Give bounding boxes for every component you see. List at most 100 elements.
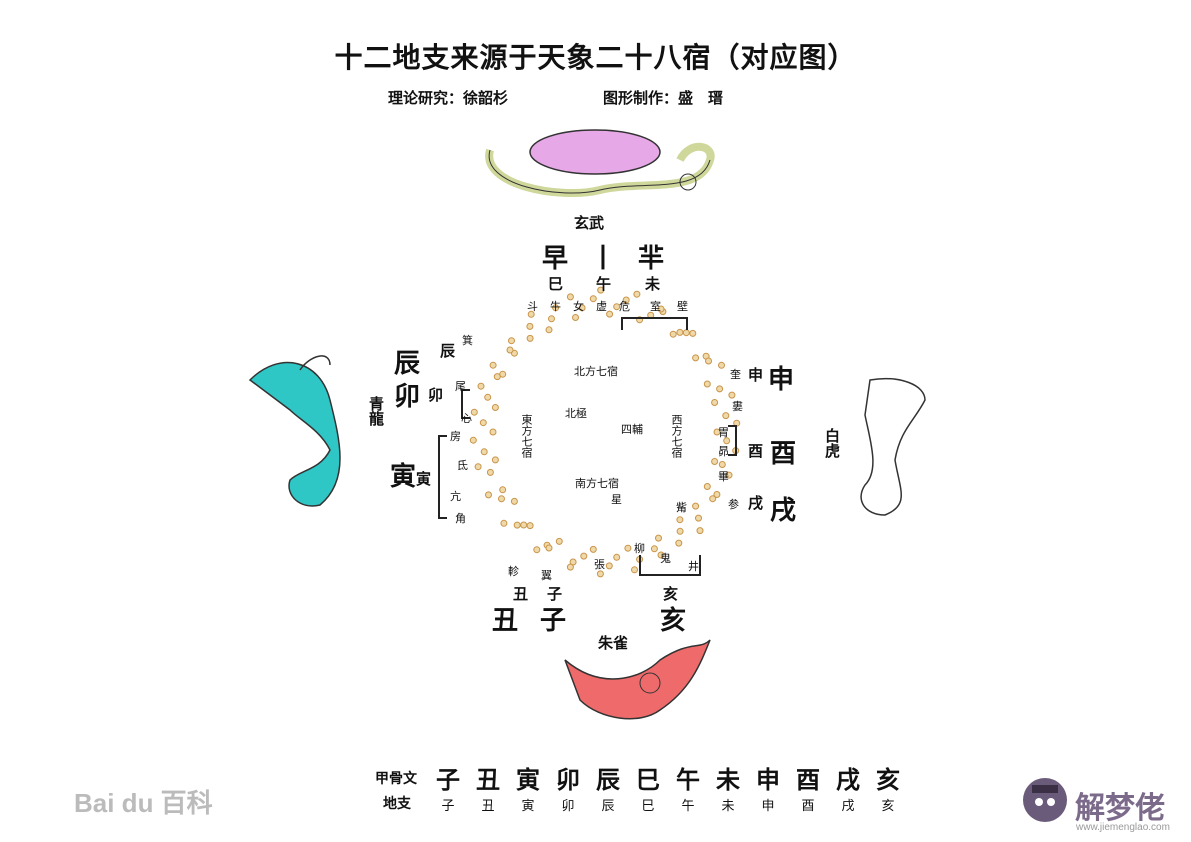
constellation-star xyxy=(492,457,498,463)
constellation-star xyxy=(527,323,533,329)
row-label-branch: 地支 xyxy=(383,793,411,813)
glyph-chou: 丑 xyxy=(492,600,518,637)
mansion-wei-stomach: 胃 xyxy=(718,424,729,440)
constellation-star xyxy=(625,545,631,551)
mansion-ji: 箕 xyxy=(462,332,473,348)
mansion-wei-tail: 尾 xyxy=(455,378,466,394)
constellation-star xyxy=(511,498,517,504)
constellation-star xyxy=(509,338,515,344)
constellation-star xyxy=(514,522,520,528)
mansion-jing: 井 xyxy=(688,558,699,574)
oracle-bone-glyph: 申 xyxy=(748,760,788,795)
mansion-xu: 虚 xyxy=(596,298,607,314)
constellation-star xyxy=(677,517,683,523)
oracle-bone-glyph: 亥 xyxy=(868,760,908,795)
constellation-star xyxy=(567,564,573,570)
constellation-star xyxy=(507,347,513,353)
constellation-star xyxy=(656,535,662,541)
sifu-label: 四輔 xyxy=(621,421,643,437)
constellation-star xyxy=(719,462,725,468)
constellation-star xyxy=(697,528,703,534)
mansion-fang: 房 xyxy=(450,428,461,444)
mansion-kui: 奎 xyxy=(730,366,741,382)
branch-chen: 辰 xyxy=(440,340,455,361)
constellation-star xyxy=(480,420,486,426)
mansion-zhen: 軫 xyxy=(508,563,519,579)
constellation-star xyxy=(696,515,702,521)
mansion-jiao: 角 xyxy=(455,510,466,526)
constellation-star xyxy=(556,538,562,544)
constellation-star xyxy=(471,409,477,415)
glyph-wu: 丨 xyxy=(590,238,616,275)
constellation-star xyxy=(487,469,493,475)
constellation-star xyxy=(485,394,491,400)
earthly-branch-label: 卯 xyxy=(548,795,588,814)
mansion-bi: 壁 xyxy=(677,298,688,314)
constellation-star xyxy=(521,522,527,528)
mansion-di: 氐 xyxy=(457,457,468,473)
constellation-star xyxy=(500,487,506,493)
branch-mao: 卯 xyxy=(428,384,443,405)
constellation-star xyxy=(534,547,540,553)
earthly-branch-label: 辰 xyxy=(588,795,628,814)
oracle-bone-glyph: 酉 xyxy=(788,760,828,795)
mansion-nu: 女 xyxy=(573,298,584,314)
mansion-liu: 柳 xyxy=(634,540,645,556)
branch-shen: 申 xyxy=(748,364,763,385)
constellation-star xyxy=(706,358,712,364)
mansion-wei: 危 xyxy=(619,298,630,314)
glyph-si: 早 xyxy=(542,238,568,275)
constellation-star xyxy=(490,429,496,435)
constellation-star xyxy=(614,554,620,560)
glyph-zi: 子 xyxy=(540,600,566,637)
oracle-bone-glyph: 辰 xyxy=(588,760,628,795)
mansion-niu: 牛 xyxy=(550,298,561,314)
glyph-wei: 羋 xyxy=(638,238,664,275)
bracket-lines xyxy=(439,318,736,575)
oracle-bone-glyph: 戌 xyxy=(828,760,868,795)
region-east: 東方七宿 xyxy=(518,414,534,458)
earthly-branch-label: 巳 xyxy=(628,795,668,814)
constellation-star xyxy=(549,316,555,322)
mansion-lou: 婁 xyxy=(732,398,743,414)
earthly-branch-label: 亥 xyxy=(868,795,908,814)
beast-north-label: 玄武 xyxy=(574,212,604,233)
region-south: 南方七宿 xyxy=(575,475,619,491)
vermilion-bird-illustration xyxy=(565,640,710,719)
mansion-gui: 鬼 xyxy=(660,550,671,566)
branch-you: 酉 xyxy=(748,440,763,461)
earthly-branch-label: 子 xyxy=(428,795,468,814)
mansion-dou: 斗 xyxy=(527,298,538,314)
constellation-star xyxy=(581,553,587,559)
constellation-star xyxy=(573,315,579,321)
jiemenglao-logo-icon xyxy=(1020,775,1070,825)
glyph-hai: 亥 xyxy=(660,600,686,637)
constellation-star xyxy=(481,449,487,455)
beast-east-label: 青龍 xyxy=(366,396,387,426)
jiemenglao-name: 解梦佬 xyxy=(1075,783,1165,827)
constellation-star xyxy=(499,496,505,502)
constellation-star xyxy=(690,330,696,336)
constellation-star xyxy=(693,355,699,361)
constellation-star xyxy=(590,546,596,552)
branch-xu: 戌 xyxy=(748,492,763,513)
constellation-star xyxy=(486,492,492,498)
constellation-star xyxy=(714,492,720,498)
baidu-watermark: Bai du 百科 xyxy=(74,783,213,820)
earthly-branch-label: 未 xyxy=(708,795,748,814)
constellation-star xyxy=(478,383,484,389)
region-west: 西方七宿 xyxy=(668,414,684,458)
oracle-bone-glyph: 子 xyxy=(428,760,468,795)
earthly-branch-label: 午 xyxy=(668,795,708,814)
mansion-shen: 参 xyxy=(728,496,739,512)
row-label-oracle-bone: 甲骨文 xyxy=(375,768,417,788)
branch-row: 子丑寅卯辰巳午未申酉戌亥 xyxy=(428,795,908,814)
constellation-star xyxy=(677,528,683,534)
constellation-star xyxy=(494,374,500,380)
constellation-star xyxy=(693,503,699,509)
mansion-zhang: 張 xyxy=(594,556,605,572)
mansion-shi: 室 xyxy=(650,298,661,314)
glyph-yin: 寅 xyxy=(390,456,416,493)
constellation-star xyxy=(606,563,612,569)
